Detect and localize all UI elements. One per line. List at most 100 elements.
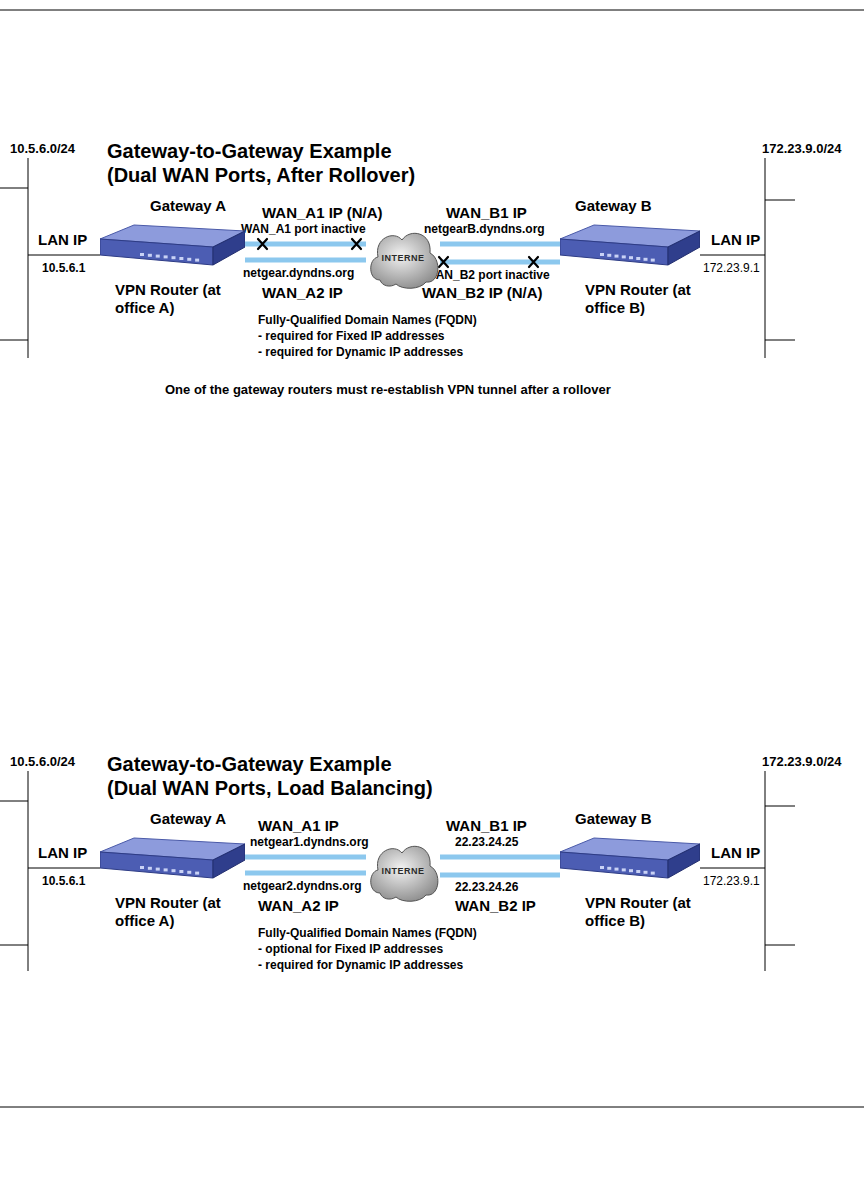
diagram-label: WAN_B2 IP: [455, 897, 536, 914]
cloud-label: INTERNE: [366, 253, 440, 264]
diagram-label: 10.5.6.0/24: [10, 142, 75, 157]
router-led: [644, 258, 648, 261]
diagram-label: WAN_A1 IP (N/A): [262, 204, 383, 221]
router-led: [148, 867, 152, 870]
wan-link: [245, 258, 366, 263]
diagram-label: Fully-Qualified Domain Names (FQDN): [258, 927, 477, 941]
diagram-label: 172.23.9.0/24: [762, 142, 842, 157]
lan-tick: [0, 188, 28, 189]
router-front: [100, 239, 213, 265]
lan-tick: [765, 945, 795, 946]
diagram-label: WAN_B2 port inactive: [425, 269, 550, 283]
diagram-label: - required for Dynamic IP addresses: [258, 346, 463, 360]
router-led: [156, 255, 160, 258]
vpn-router: Gateway AVPN Router (at office A): [100, 197, 245, 317]
router-illustration: [100, 215, 245, 281]
router-led: [600, 253, 604, 256]
lan-bus: [765, 158, 766, 358]
diagram-label: netgearB.dyndns.org: [424, 223, 545, 237]
router-led: [636, 870, 640, 873]
lan-tick: [0, 340, 28, 341]
lan-bus: [765, 771, 766, 971]
router-led: [644, 871, 648, 874]
diagram-label: LAN IP: [38, 231, 87, 248]
internet-cloud: INTERNE: [366, 228, 440, 290]
wan-link: [440, 242, 560, 247]
router-led: [607, 254, 611, 257]
router-led: [140, 253, 144, 256]
lan-tick: [765, 340, 795, 341]
router-caption: VPN Router (at office B): [585, 281, 691, 317]
router-illustration: [100, 828, 245, 894]
lan-wire: [28, 868, 100, 869]
cloud-label: INTERNE: [366, 866, 440, 877]
diagram-label: WAN_A1 IP: [258, 817, 339, 834]
gateway-name: Gateway A: [150, 197, 245, 215]
diagram-label: (Dual WAN Ports, After Rollover): [107, 164, 415, 187]
diagram-label: Gateway-to-Gateway Example: [107, 753, 392, 776]
diagram-label: WAN_A2 IP: [262, 284, 343, 301]
router-led: [187, 871, 191, 874]
diagram-label: WAN_A2 IP: [258, 897, 339, 914]
diagram-label: - required for Fixed IP addresses: [258, 330, 445, 344]
diagram-label: LAN IP: [711, 231, 760, 248]
lan-wire: [700, 868, 765, 869]
router-side: [213, 844, 245, 878]
router-led: [172, 869, 176, 872]
diagram-label: LAN IP: [711, 844, 760, 861]
wan-link: [440, 260, 560, 265]
router-front: [100, 852, 213, 878]
wan-link: [245, 855, 366, 860]
diagram-label: 172.23.9.1: [703, 262, 760, 276]
router-side: [668, 231, 700, 265]
diagram-label: Fully-Qualified Domain Names (FQDN): [258, 314, 477, 328]
router-caption: VPN Router (at office B): [585, 894, 691, 930]
wan-link: [245, 871, 366, 876]
diagram-label: LAN IP: [38, 844, 87, 861]
diagram-label: 172.23.9.1: [703, 875, 760, 889]
router-led: [607, 867, 611, 870]
lan-wire: [700, 255, 765, 256]
router-led: [629, 869, 633, 872]
diagram-label: 10.5.6.1: [42, 262, 85, 276]
router-led: [187, 258, 191, 261]
diagram-label: 22.23.24.26: [455, 881, 518, 895]
inactive-mark: [258, 239, 267, 249]
lan-tick: [0, 945, 28, 946]
router-led: [615, 868, 619, 871]
inactive-mark: [439, 257, 448, 267]
diagram-label: 10.5.6.0/24: [10, 755, 75, 770]
router-led: [195, 872, 199, 875]
caption: One of the gateway routers must re-estab…: [165, 383, 611, 398]
router-led: [164, 868, 168, 871]
router-side: [213, 231, 245, 265]
diagram-label: - optional for Fixed IP addresses: [258, 943, 443, 957]
router-led: [195, 259, 199, 262]
diagram-label: (Dual WAN Ports, Load Balancing): [107, 777, 433, 800]
router-led: [615, 255, 619, 258]
diagram-label: WAN_B2 IP (N/A): [422, 284, 543, 301]
router-caption: VPN Router (at office A): [115, 894, 221, 930]
diagram-label: netgear.dyndns.org: [243, 267, 354, 281]
vpn-router: Gateway AVPN Router (at office A): [100, 810, 245, 930]
diagram-label: 172.23.9.0/24: [762, 755, 842, 770]
page-rule: [0, 1107, 864, 1108]
lan-tick: [0, 801, 28, 802]
router-led: [622, 868, 626, 871]
internet-cloud: INTERNE: [366, 841, 440, 903]
diagram-label: - required for Dynamic IP addresses: [258, 959, 463, 973]
router-illustration: [560, 828, 700, 894]
diagram-label: Gateway-to-Gateway Example: [107, 140, 392, 163]
router-illustration: [560, 215, 700, 281]
router-led: [636, 257, 640, 260]
gateway-name: Gateway B: [575, 197, 700, 215]
lan-tick: [765, 806, 795, 807]
router-led: [164, 255, 168, 258]
router-led: [179, 257, 183, 260]
router-led: [140, 866, 144, 869]
router-front: [560, 239, 668, 265]
router-led: [600, 866, 604, 869]
router-led: [651, 872, 655, 875]
diagram-label: 10.5.6.1: [42, 875, 85, 889]
router-led: [148, 254, 152, 257]
